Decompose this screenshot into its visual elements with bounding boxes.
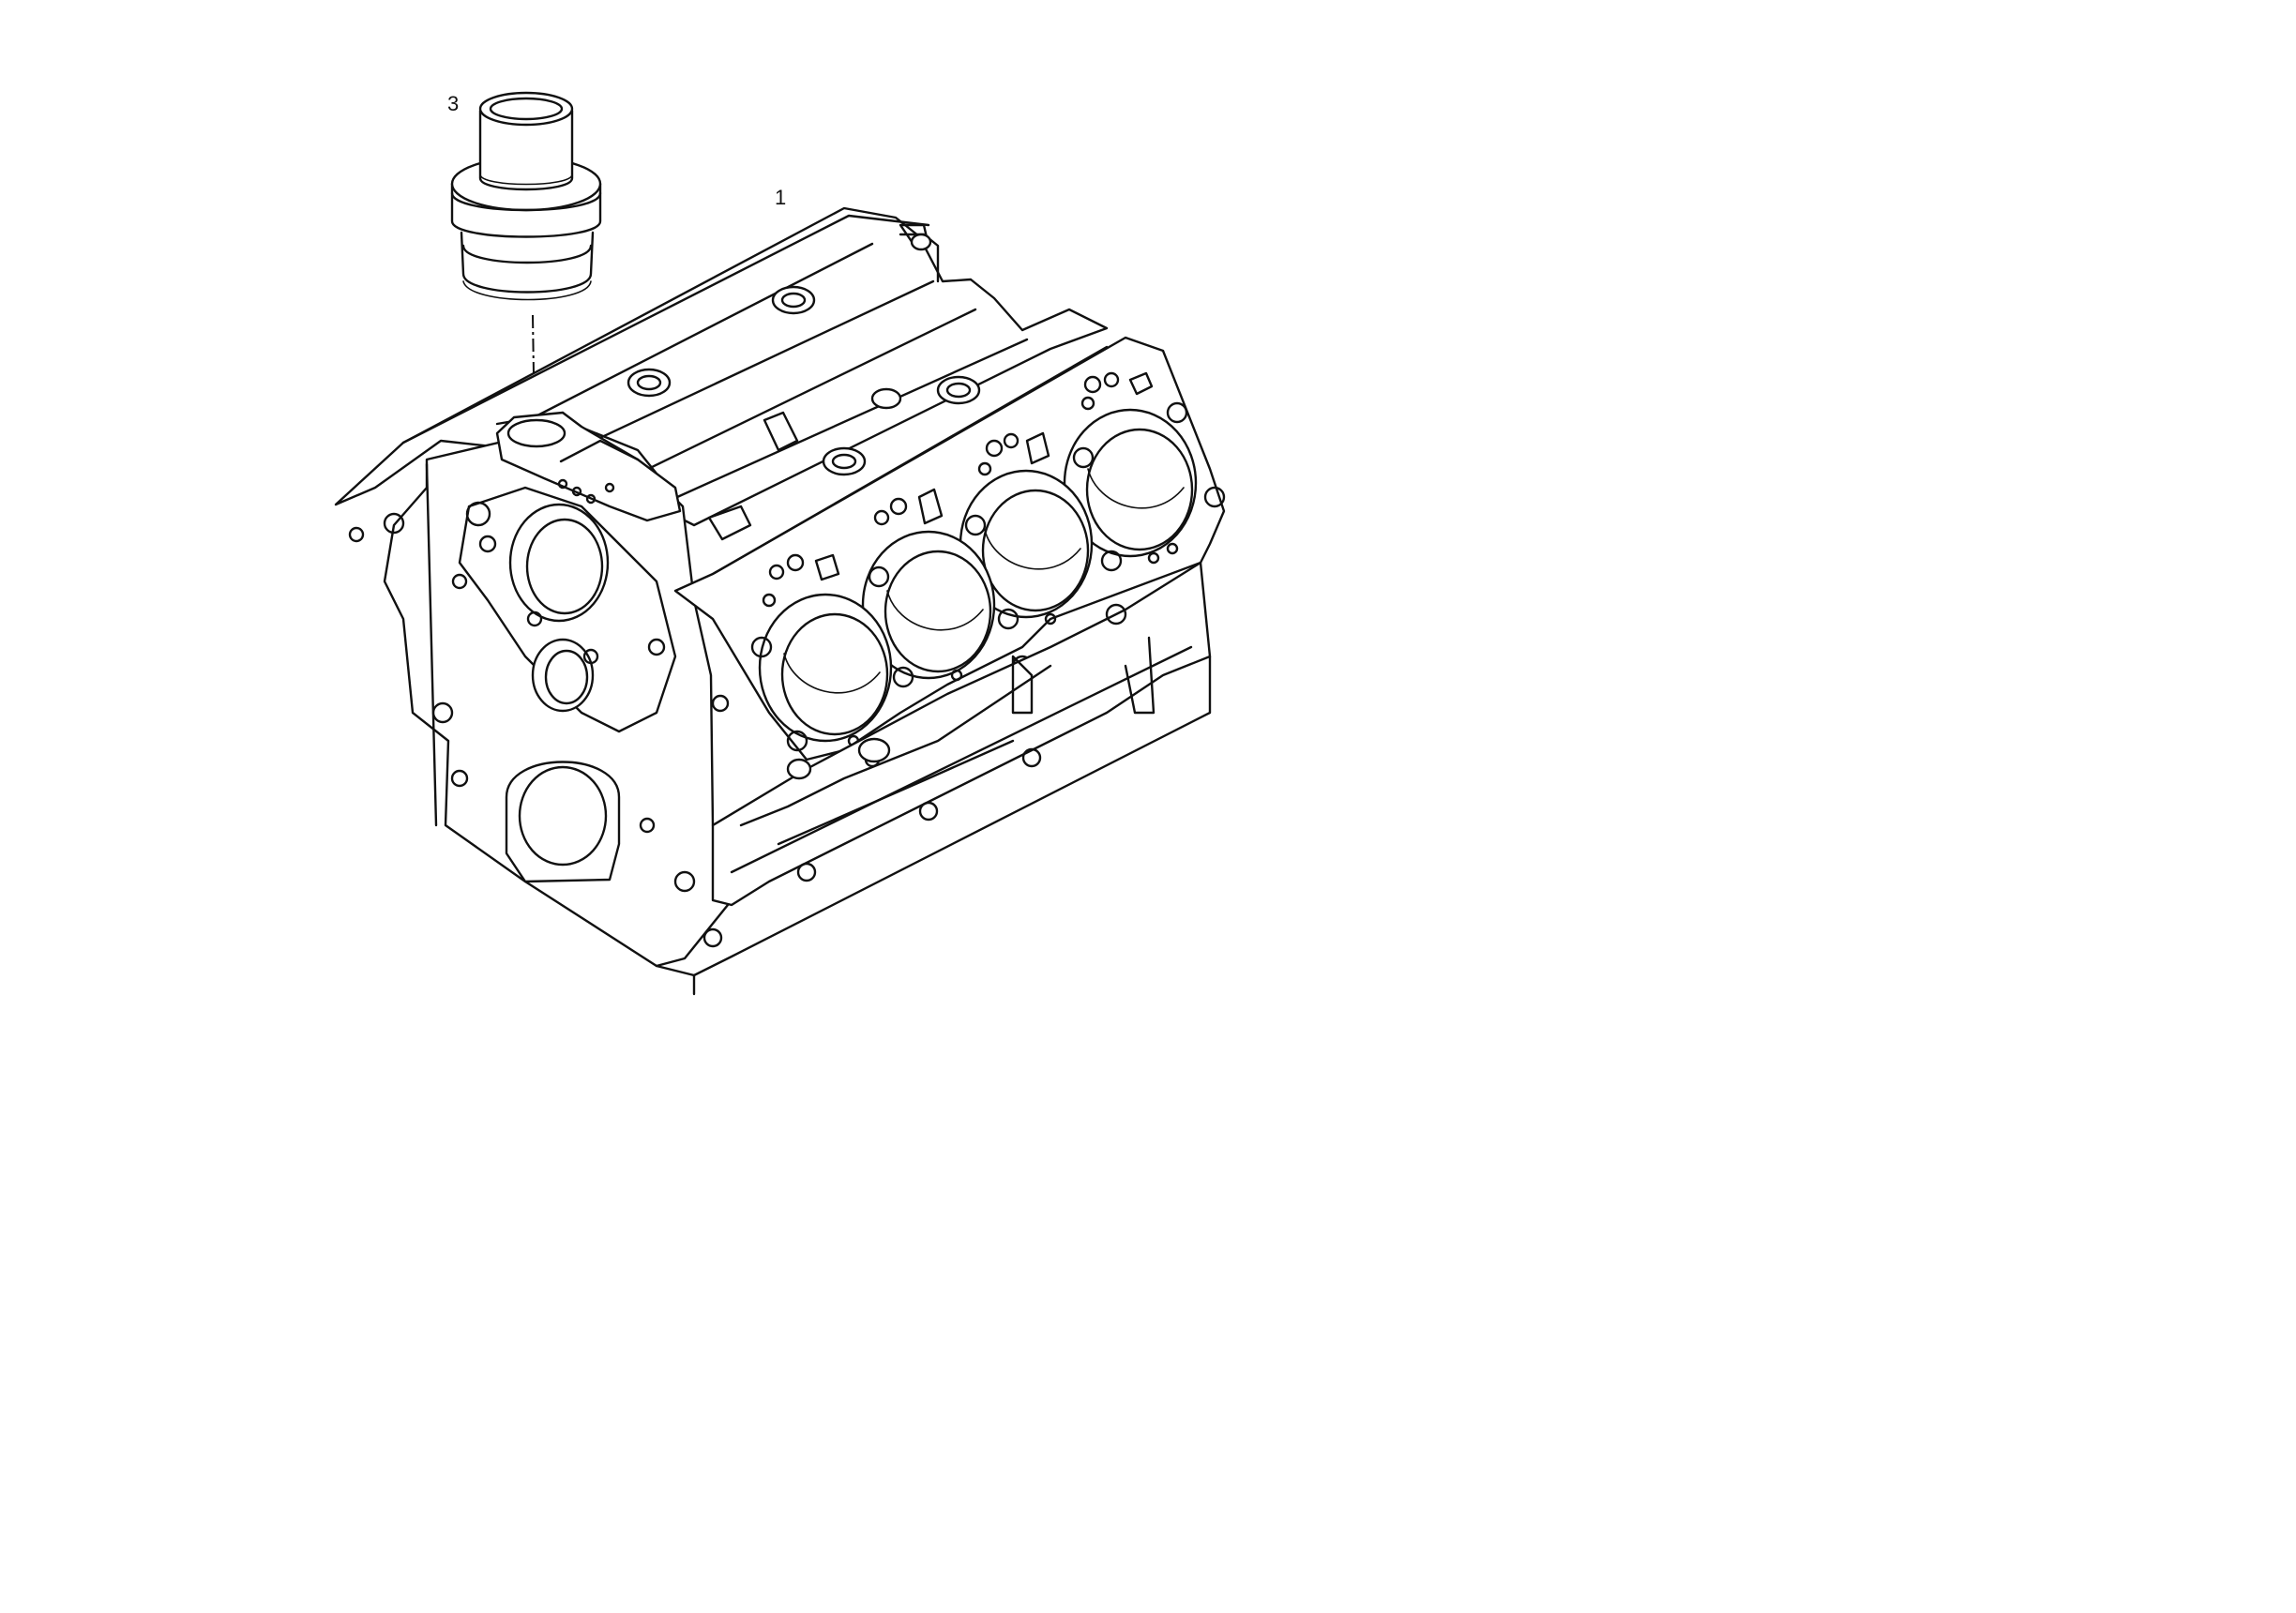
exploded-parts-diagram: 3 1 <box>334 91 1226 996</box>
cylinder-sleeve-drawing <box>450 91 602 301</box>
engine-block-drawing <box>334 206 1226 996</box>
callout-part-3: 3 <box>447 92 459 115</box>
callout-part-1: 1 <box>775 186 786 209</box>
